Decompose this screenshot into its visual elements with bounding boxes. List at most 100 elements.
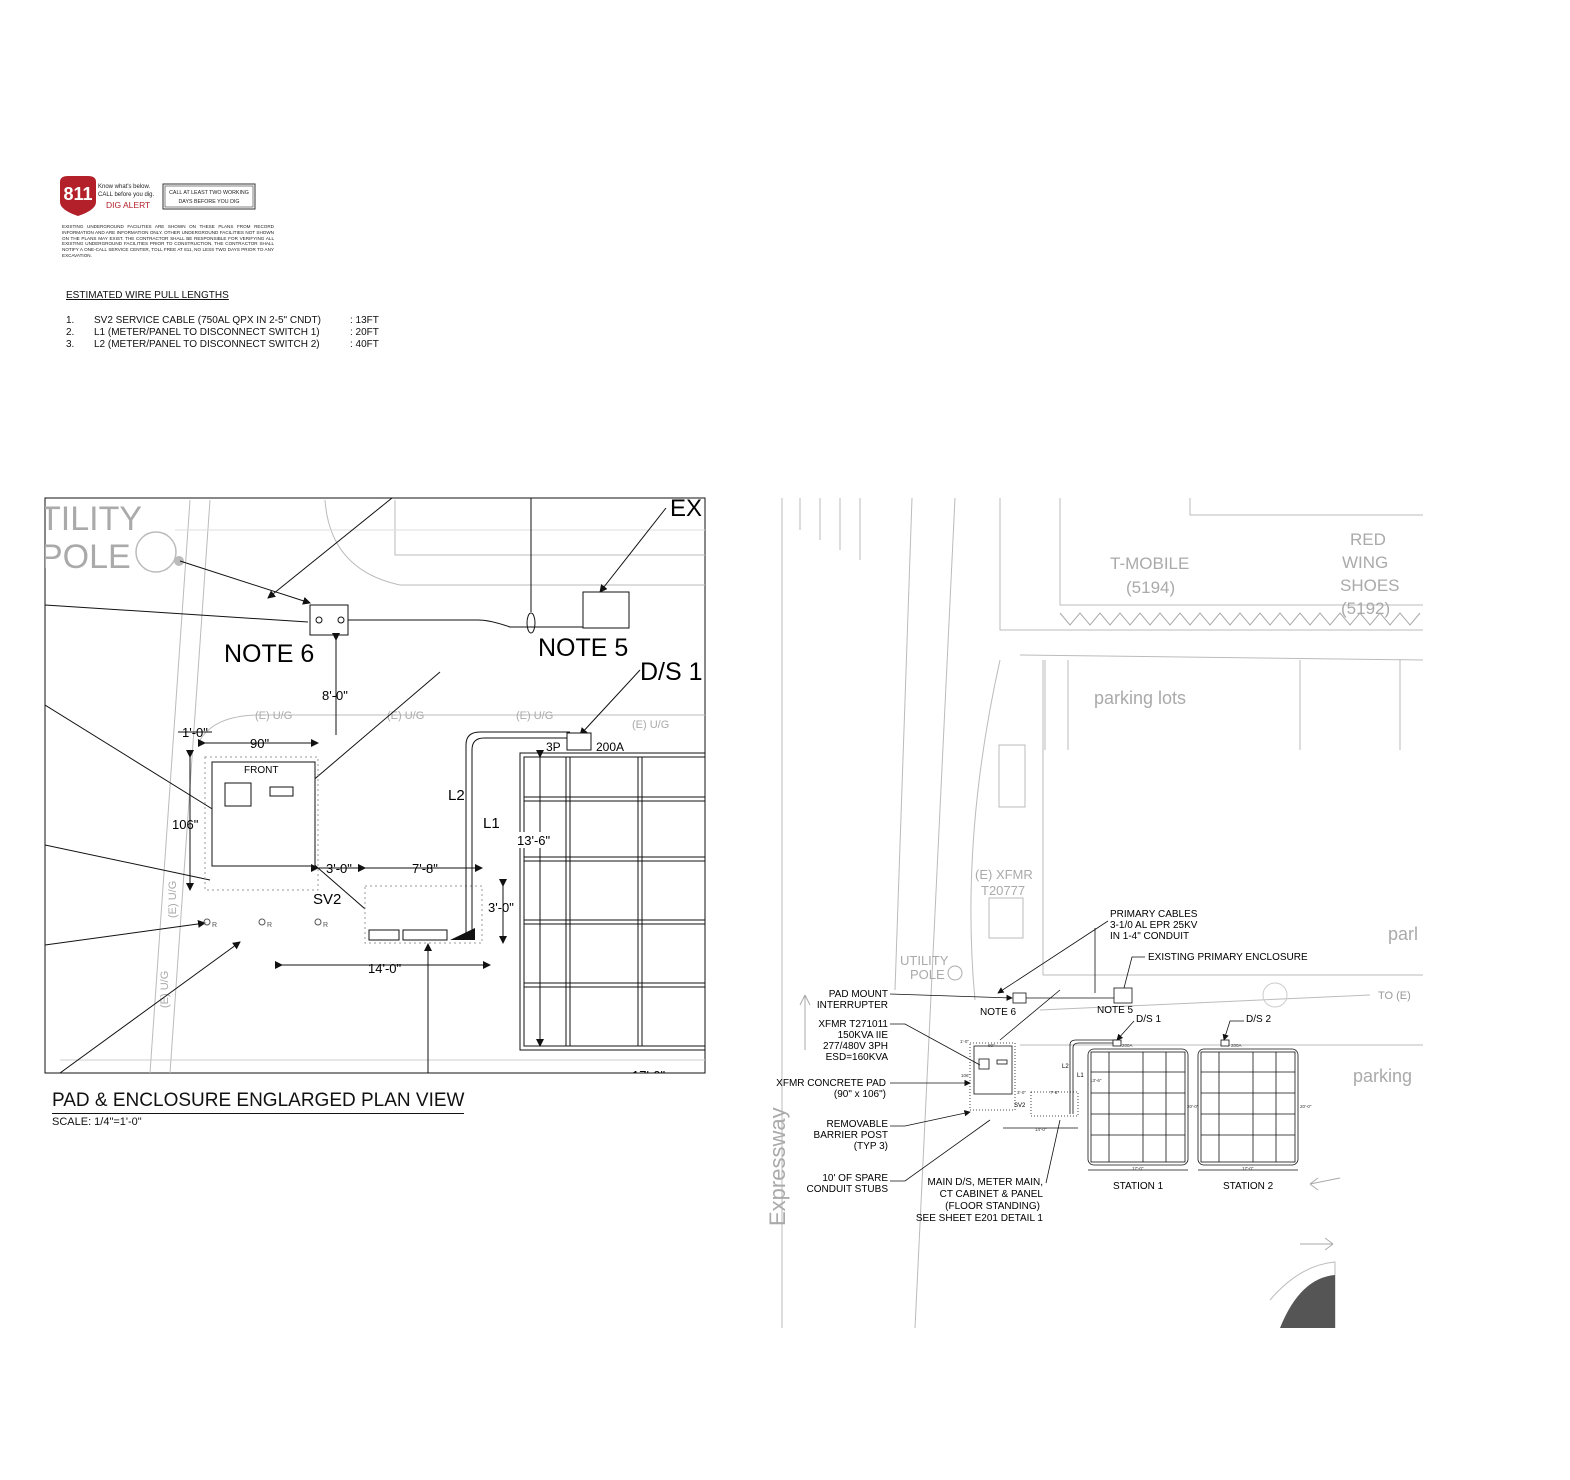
wire-pull-row: 3. L2 (METER/PANEL TO DISCONNECT SWITCH … [66,339,396,351]
station2-label: STATION 2 [1223,1181,1274,1192]
xfmr-spec-label: XFMR T271011 [818,1019,888,1030]
enlarged-view: TILITY POLE EX (E) U/G (E) U/G (E) U/G (… [40,498,705,1083]
primary-cables-label: 3-1/0 AL EPR 25KV [1110,920,1198,931]
small-dim: 90" [988,1043,995,1048]
site-plan: T-MOBILE (5194) RED WING SHOES (5192) pa… [739,498,1423,1328]
wire-pull-title: ESTIMATED WIRE PULL LENGTHS [66,290,229,301]
xfmr-spec-label: 150KVA IIE [838,1030,889,1041]
eug-label: (E) U/G [167,881,179,918]
small-dim: 20'-0" [1187,1104,1199,1109]
eug-label: (E) U/G [516,710,553,722]
logo-number: 811 [63,184,92,204]
wire-pull-length: : 20FT [350,327,379,338]
wire-pull-num: 2. [66,327,75,338]
l1-label: L1 [483,815,500,832]
dim-3ft: 3'-0" [326,861,352,876]
l1-label: L1 [1077,1073,1084,1079]
plan-view-scale: SCALE: 1/4"=1'-0" [52,1116,142,1128]
note5-label: NOTE 5 [538,634,628,662]
dim-8ft: 8'-0" [322,688,348,703]
wire-pull-desc: L2 (METER/PANEL TO DISCONNECT SWITCH 2) [94,339,320,350]
existing-xfmr-number: T20777 [981,883,1025,898]
front-label: FRONT [244,765,278,776]
xfmr-concrete-pad [204,756,319,891]
dim-106in: 106" [172,817,199,832]
eug-label: (E) U/G [255,710,292,722]
dim-17ft: 17'-0" [632,1068,666,1083]
small-dim: 200A [1231,1043,1242,1048]
utility-pole-label: POLE [40,538,131,576]
sv2-label: SV2 [313,891,341,908]
small-dim: 13'-6" [1090,1078,1102,1083]
200a-label: 200A [596,740,624,754]
dim-1ft: 1'-0" [182,725,208,740]
3p-label: 3P [546,740,561,754]
small-dim: 7'-8" [1050,1090,1059,1095]
tmobile-number: (5194) [1126,578,1175,597]
primary-cables-label: PRIMARY CABLES [1110,909,1198,920]
pad-mount-label: INTERRUPTER [817,1000,888,1011]
main-ds-label: MAIN D/S, METER MAIN, [927,1177,1043,1188]
barrier-post-label: R [323,922,328,929]
parking-label: parking [1353,1066,1412,1086]
expressway-label: Expressway [765,1107,790,1226]
small-dim: 17'-0" [1242,1166,1254,1171]
planter-shape [1280,1275,1335,1328]
xfmr-body [211,761,316,867]
note5-label: NOTE 5 [1097,1005,1134,1016]
call-text: CALL before you dig. [98,192,154,198]
dig-alert-logo: 811 Know what's below. CALL before you d… [60,176,256,216]
dim-14ft: 14'-0" [368,961,402,976]
station1-label: STATION 1 [1113,1181,1164,1192]
small-dim: 1'-0" [960,1039,969,1044]
small-dim: 200A [1122,1043,1133,1048]
eug-label: (E) U/G [632,719,669,731]
small-dim: 14'-0" [1035,1127,1047,1132]
existing-underground-line [199,714,705,741]
parking-label: parl [1388,924,1418,944]
utility-pole-dot [174,556,184,566]
know-text: Know what's below. [98,184,151,190]
call-box-line2: DAYS BEFORE YOU DIG [178,199,239,205]
call-box [162,183,256,210]
xfmr-spec-label: ESD=160KVA [826,1052,889,1063]
ds1-label: D/S 1 [1136,1014,1161,1025]
existing-primary-label: EXISTING PRIMARY ENCLOSURE [1148,952,1308,963]
spare-conduit-label: 10' OF SPARE [822,1173,888,1184]
utility-pole-circle [135,531,177,573]
barrier-post-label: BARRIER POST [814,1130,888,1141]
main-ds-label: SEE SHEET E201 DETAIL 1 [916,1213,1044,1224]
redwing-label: SHOES [1340,576,1400,595]
barrier-post-label: R [212,922,217,929]
small-dim: 3'-0" [1017,1090,1026,1095]
utility-pole-label: TILITY [40,500,142,538]
redwing-label: WING [1342,553,1388,572]
wire-pull-row: 2. L1 (METER/PANEL TO DISCONNECT SWITCH … [66,327,396,339]
utility-pole-circle [947,965,963,981]
sv2-label: SV2 [1014,1103,1026,1109]
lawrence-label: Lawrence [739,1131,764,1226]
plan-view-title: PAD & ENCLOSURE ENGLARGED PLAN VIEW [52,1090,465,1114]
to-existing-label: TO (E) [1378,990,1411,1002]
small-dim: 20'-0" [1300,1104,1312,1109]
dim-3ft-vertical: 3'-0" [488,900,514,915]
wire-pull-desc: L1 (METER/PANEL TO DISCONNECT SWITCH 1) [94,327,320,338]
spare-conduit-label: CONDUIT STUBS [807,1184,889,1195]
main-ds-label: CT CABINET & PANEL [940,1189,1044,1200]
call-box-inner [164,185,254,208]
note6-label: NOTE 6 [980,1007,1017,1018]
meter-pad [364,885,483,944]
xfmr-pad-label: (90" x 106") [834,1089,886,1100]
small-dim: 106" [961,1073,971,1078]
xfmr-spec-label: 277/480V 3PH [823,1041,888,1052]
dim-7ft8: 7'-8" [412,861,438,876]
redwing-label: RED [1350,530,1386,549]
barrier-post-label: REMOVABLE [827,1119,889,1130]
eug-label: (E) U/G [387,710,424,722]
utility-pole-label: UTILITY [900,953,949,968]
barrier-post-label: R [267,922,272,929]
dig-alert-block: 811 Know what's below. CALL before you d… [58,176,278,221]
enlarged-view-frame [44,497,706,1074]
dig-alert-disclaimer: EXISTING UNDERGROUND FACILITIES ARE SHOW… [62,224,274,258]
